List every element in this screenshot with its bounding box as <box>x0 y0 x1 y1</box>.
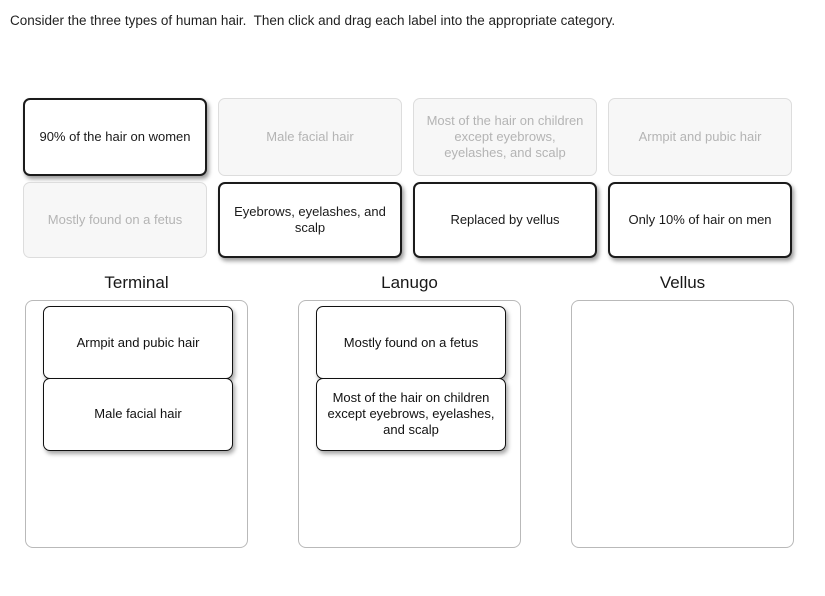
category-title-lanugo: Lanugo <box>381 273 438 292</box>
category-terminal: Terminal Armpit and pubic hair Male faci… <box>25 272 248 548</box>
placed-label-text: Mostly found on a fetus <box>343 334 479 350</box>
category-vellus: Vellus <box>571 272 794 548</box>
draggable-label-text: Male facial hair <box>266 129 354 144</box>
draggable-label-text: Most of the hair on children except eyeb… <box>426 113 584 160</box>
category-title-vellus: Vellus <box>659 273 706 292</box>
draggable-label-6[interactable]: Replaced by vellus <box>413 182 597 258</box>
draggable-label-text: Eyebrows, eyelashes, and scalp <box>234 204 386 235</box>
draggable-label-1[interactable]: Male facial hair <box>218 98 402 176</box>
placed-label-text: Most of the hair on children except eyeb… <box>327 390 495 437</box>
draggable-label-5[interactable]: Eyebrows, eyelashes, and scalp <box>218 182 402 258</box>
dropzone-terminal[interactable]: Armpit and pubic hair Male facial hair <box>25 300 248 548</box>
draggable-label-0[interactable]: 90% of the hair on women <box>23 98 207 176</box>
placed-label-text: Male facial hair <box>94 406 182 421</box>
draggable-label-text: Mostly found on a fetus <box>47 212 183 227</box>
draggable-label-text: Replaced by vellus <box>450 212 560 227</box>
placed-label[interactable]: Armpit and pubic hair <box>43 306 233 379</box>
placed-label[interactable]: Male facial hair <box>43 377 233 451</box>
draggable-label-4[interactable]: Mostly found on a fetus <box>23 182 207 258</box>
category-lanugo: Lanugo Mostly found on a fetus Most of t… <box>298 272 521 548</box>
draggable-label-2[interactable]: Most of the hair on children except eyeb… <box>413 98 597 176</box>
category-columns: Terminal Armpit and pubic hair Male faci… <box>0 272 825 562</box>
placed-label-text: Armpit and pubic hair <box>76 334 200 350</box>
draggable-label-text: 90% of the hair on women <box>39 129 191 144</box>
category-title-terminal: Terminal <box>104 273 169 292</box>
exercise-instructions: Consider the three types of human hair. … <box>10 13 616 28</box>
dropzone-vellus[interactable] <box>571 300 794 548</box>
draggable-label-text: Only 10% of hair on men <box>628 212 772 227</box>
placed-label[interactable]: Most of the hair on children except eyeb… <box>316 377 506 451</box>
placed-label[interactable]: Mostly found on a fetus <box>316 306 506 379</box>
dropzone-lanugo[interactable]: Mostly found on a fetus Most of the hair… <box>298 300 521 548</box>
draggable-label-text: Armpit and pubic hair <box>638 129 762 144</box>
draggable-label-3[interactable]: Armpit and pubic hair <box>608 98 792 176</box>
draggable-label-7[interactable]: Only 10% of hair on men <box>608 182 792 258</box>
label-bank: 90% of the hair on women Male facial hai… <box>23 98 793 260</box>
